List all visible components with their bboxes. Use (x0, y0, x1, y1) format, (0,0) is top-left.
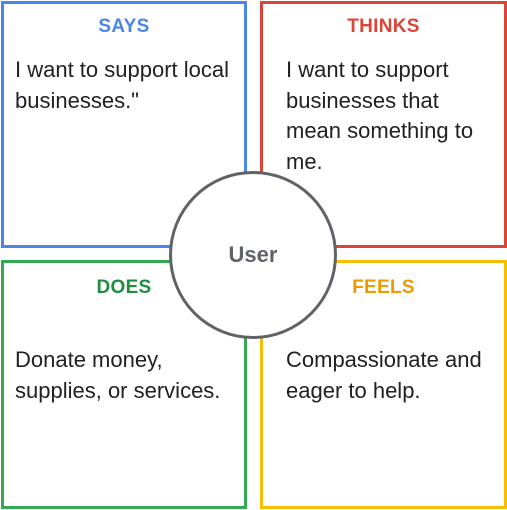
feels-title: FEELS (352, 277, 415, 298)
does-text: Donate money, supplies, or services. (15, 347, 221, 403)
says-quadrant: SAYS I want to support local businesses.… (1, 1, 247, 248)
does-title: DOES (96, 277, 152, 298)
says-text: I want to support local businesses." (15, 57, 230, 113)
feels-text: Compassionate and eager to help. (286, 347, 482, 403)
user-label: User (228, 242, 278, 267)
user-circle: User (169, 171, 337, 339)
says-title: SAYS (98, 16, 150, 37)
thinks-text: I want to support businesses that mean s… (286, 57, 474, 174)
thinks-title: THINKS (347, 16, 420, 37)
